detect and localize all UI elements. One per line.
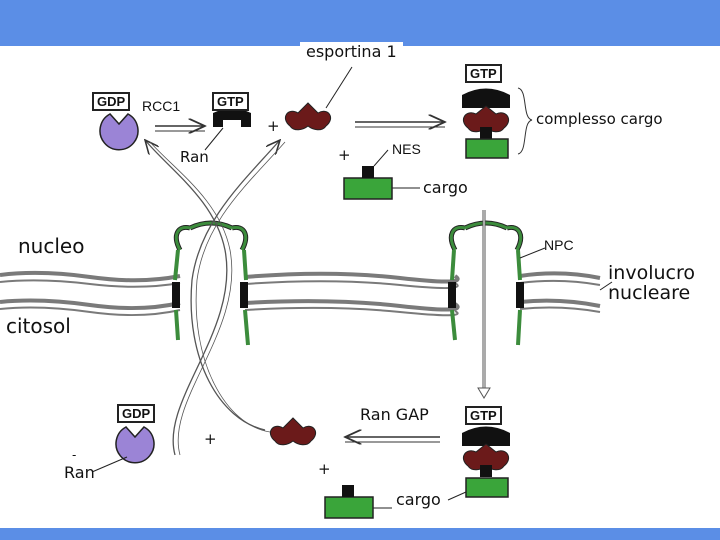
gdp-top-label: GDP xyxy=(92,92,131,111)
envelope-label-line2: nucleare xyxy=(608,282,691,304)
gtp-top-label: GTP xyxy=(212,92,249,111)
exportin-top xyxy=(285,102,331,131)
envelope-pointer xyxy=(599,281,613,291)
exportin-bottom xyxy=(270,417,316,446)
nes-bottom xyxy=(342,485,354,497)
npc-pointer xyxy=(519,247,546,259)
ran-pointer-top xyxy=(204,127,224,151)
export-arrow xyxy=(477,210,491,399)
ran-pointer-bottom xyxy=(91,456,128,473)
cargo-bottom-label: cargo xyxy=(396,490,441,509)
exportin-pointer xyxy=(325,66,353,109)
cargo-complex-label: complesso cargo xyxy=(536,110,663,128)
ran-gdp-bottom xyxy=(115,426,155,464)
header-bar xyxy=(0,0,720,46)
cargo-top xyxy=(343,177,393,200)
ran-bottom-label: Ran xyxy=(64,463,95,482)
nes-label: NES xyxy=(392,141,421,157)
npc-right xyxy=(448,220,524,346)
cargo-complex-bottom xyxy=(447,426,510,501)
npc-label: NPC xyxy=(544,237,574,253)
rangap-label: Ran GAP xyxy=(360,405,429,424)
ran-gtp-top xyxy=(213,108,251,127)
gtp-complex-top-label: GTP xyxy=(465,64,502,83)
npc-left xyxy=(172,220,250,346)
gtp-complex-bottom-label: GTP xyxy=(465,406,502,425)
plus-bottom-2: + xyxy=(318,460,331,478)
rcc1-label: RCC1 xyxy=(142,98,181,114)
nucleus-label: nucleo xyxy=(18,234,85,258)
nuclear-envelope xyxy=(0,270,601,317)
footer-bar xyxy=(0,528,720,540)
exportin-label: esportina 1 xyxy=(300,42,403,61)
ran-gdp-top xyxy=(99,113,139,151)
cargo-complex-top xyxy=(462,87,533,159)
cargo-bottom xyxy=(324,496,374,519)
cargo-top-label: cargo xyxy=(423,178,468,197)
ran-top-label: Ran xyxy=(180,148,209,166)
nes-pointer xyxy=(373,149,389,167)
cytosol-label: citosol xyxy=(6,314,71,338)
envelope-label-line1: involucro xyxy=(608,262,695,284)
minus-bottom: - xyxy=(72,448,77,462)
plus-top-1: + xyxy=(267,117,280,135)
plus-top-2: + xyxy=(338,146,351,164)
gdp-bottom-label: GDP xyxy=(117,404,156,423)
recycling-arrows xyxy=(145,140,286,456)
plus-bottom-1: + xyxy=(204,430,217,448)
nes-top xyxy=(362,166,374,178)
